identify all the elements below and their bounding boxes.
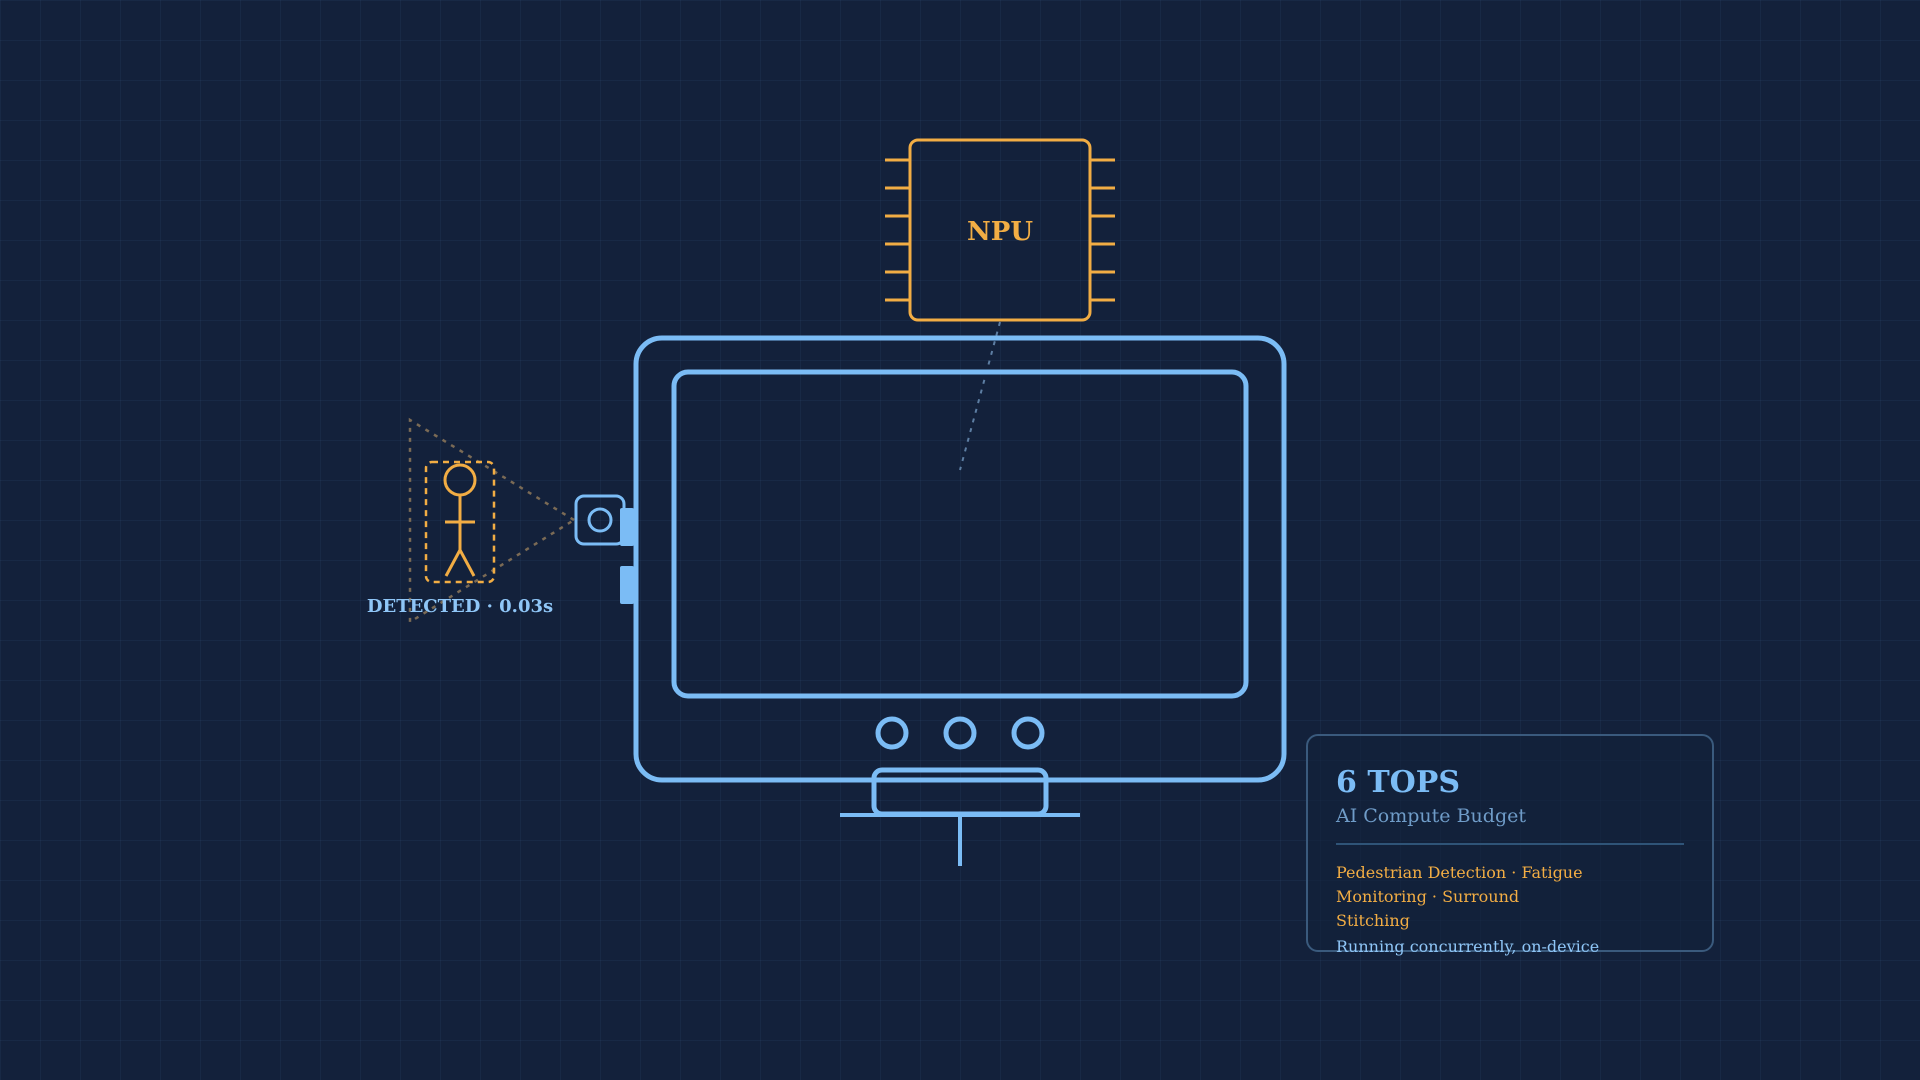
detection-bounding-box xyxy=(424,460,496,584)
monitor-button-1 xyxy=(875,716,909,750)
npu-pins-right xyxy=(1090,158,1115,302)
monitor-side-tab-lower xyxy=(620,566,634,604)
monitor-button-3 xyxy=(1011,716,1045,750)
monitor-frame xyxy=(633,335,1287,783)
card-divider xyxy=(1336,843,1684,845)
npu-chip: NPU xyxy=(885,138,1115,322)
feature-list: Pedestrian Detection · Fatigue Monitorin… xyxy=(1336,863,1583,930)
detection-status-label: DETECTED · 0.03s xyxy=(367,596,553,617)
compute-budget-title: 6 TOPS xyxy=(1336,765,1460,800)
compute-budget-subtitle: AI Compute Budget xyxy=(1336,805,1526,827)
compute-budget-card: 6 TOPS AI Compute Budget Pedestrian Dete… xyxy=(1306,734,1714,956)
monitor-mount-bracket xyxy=(871,767,1049,817)
camera-field-of-view xyxy=(408,417,577,625)
camera xyxy=(574,494,626,546)
monitor-screen xyxy=(671,369,1249,699)
pedestrian-detection xyxy=(424,460,496,584)
npu-chip-body xyxy=(908,138,1092,322)
npu-label: NPU xyxy=(967,217,1033,247)
monitor-button-2 xyxy=(943,716,977,750)
runtime-note: Running concurrently, on-device xyxy=(1336,937,1600,956)
npu-pins-left xyxy=(885,158,910,302)
npu-connector-line xyxy=(959,321,1001,471)
pedestrian-icon xyxy=(443,463,477,577)
monitor-device xyxy=(633,335,1287,866)
camera-body xyxy=(574,494,626,546)
camera-lens-icon xyxy=(587,507,613,533)
